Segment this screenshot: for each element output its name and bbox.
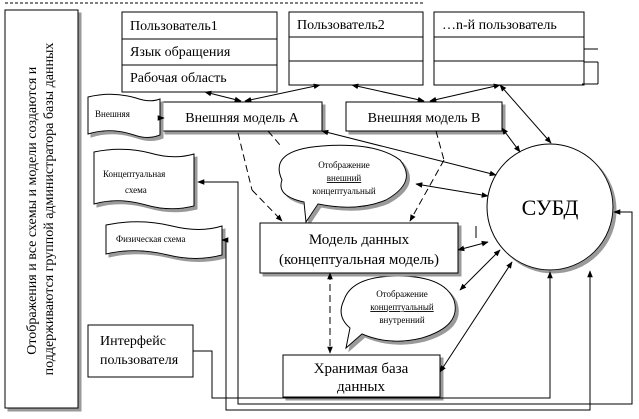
mapping-external-conceptual: Отображение внешний концептуальный [278, 144, 407, 224]
data-model-box: Модель данных (концептуальная модель) [259, 222, 459, 274]
mapping2-line2: концептуальный [370, 302, 434, 312]
physical-schema-label: Физическая схема [116, 234, 185, 244]
user1-workspace: Рабочая область [130, 71, 227, 86]
physical-schema-flag: Физическая схема [105, 221, 223, 259]
mapping-conceptual-internal: Отображение концептуальный внутренний [340, 275, 456, 350]
mapping1-line2: внешний [327, 173, 362, 183]
conceptual-schema-flag: Концептуальная схема [93, 148, 195, 210]
side-label: Отображения и все схемы и модели создают… [4, 9, 79, 409]
user1-language: Язык обращения [130, 45, 231, 60]
external-model-b-label: Внешняя модель В [368, 111, 481, 126]
dbms-circle: СУБД [486, 143, 614, 271]
dashed-connectors [237, 130, 445, 354]
data-model-line1: Модель данных [309, 232, 410, 248]
user1-title: Пользователь1 [130, 19, 218, 34]
user-interface-box: Интерфейс пользователя [87, 324, 194, 378]
svg-text:Отображения и все схемы и моде: Отображения и все схемы и модели создают… [25, 43, 57, 376]
user-n-box: …n-й пользователь [433, 11, 585, 86]
external-model-a: Внешняя модель А [161, 101, 323, 132]
mapping1-line1: Отображение [318, 160, 370, 170]
mapping2-line3: внутренний [379, 315, 425, 325]
user2-box: Пользователь2 [288, 11, 424, 86]
external-model-b: Внешняя модель В [345, 101, 503, 132]
mapping2-line1: Отображение [376, 289, 428, 299]
user2-title: Пользователь2 [297, 18, 385, 33]
mapping1-line3: концептуальный [312, 186, 376, 196]
side-label-box [4, 9, 79, 409]
data-model-line2: (концептуальная модель) [279, 252, 439, 268]
side-label-line2: поддерживаются группой администратора ба… [42, 43, 57, 376]
user-interface-line1: Интерфейс [100, 334, 166, 349]
side-label-line1: Отображения и все схемы и модели создают… [25, 66, 40, 355]
conceptual-schema-line2: схема [125, 185, 147, 195]
stored-database-box: Хранимая база данных [282, 354, 441, 398]
conceptual-schema-line1: Концептуальная [103, 169, 165, 179]
user-interface-line2: пользователя [100, 353, 179, 368]
user-n-title: …n-й пользователь [442, 18, 557, 33]
user1-box: Пользователь1 Язык обращения Рабочая обл… [121, 11, 278, 93]
stored-db-line1: Хранимая база [314, 361, 409, 377]
external-schema-label: Внешняя [95, 109, 130, 119]
external-schema-flag: Внешняя [87, 93, 161, 138]
stored-db-line2: данных [337, 379, 385, 395]
external-model-a-label: Внешняя модель А [185, 111, 299, 126]
dbms-label: СУБД [522, 195, 579, 220]
connector-lines [157, 48, 633, 411]
